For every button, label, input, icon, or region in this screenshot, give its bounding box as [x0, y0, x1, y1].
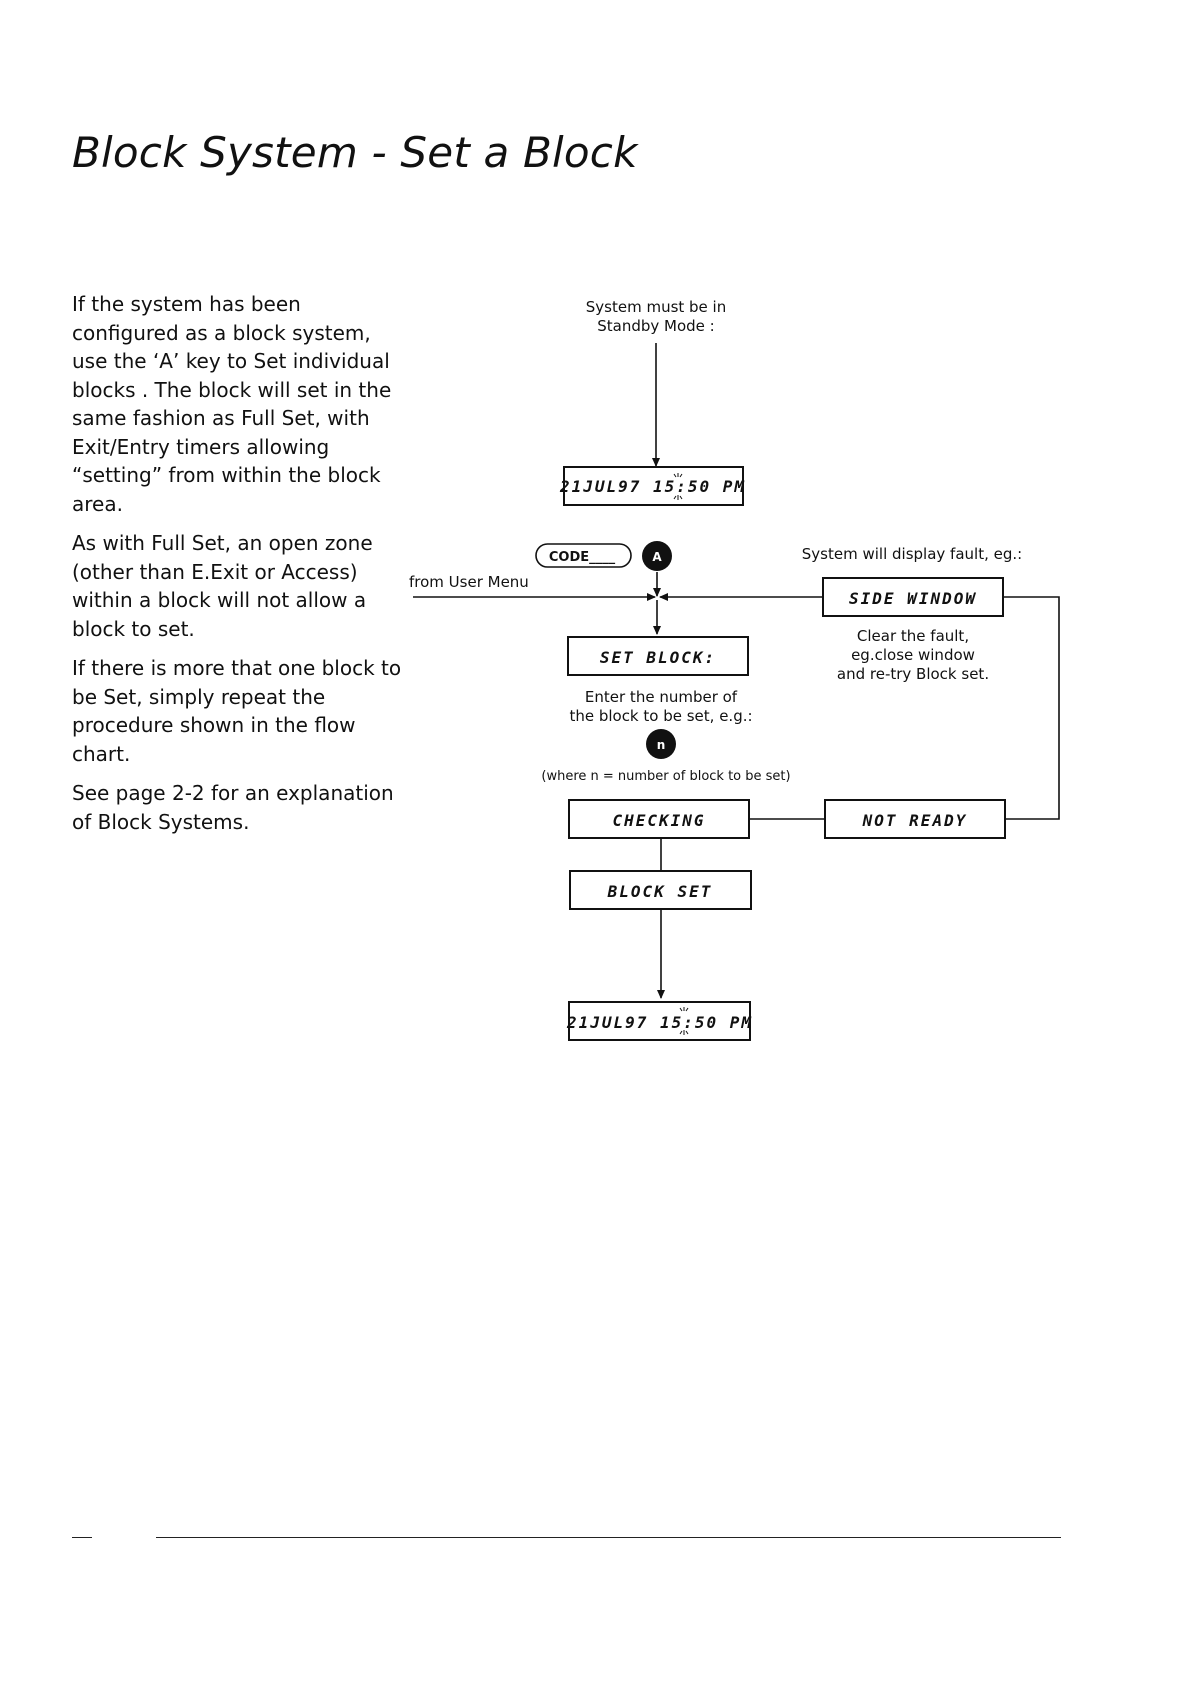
enter-number-line2: the block to be set, e.g.:	[569, 707, 752, 725]
lcd-display-end-text: 21JUL97 15:50 PM	[566, 1013, 753, 1032]
lcd-display-end	[568, 1001, 751, 1041]
code-key	[535, 543, 632, 568]
connector-not-ready-loop	[1003, 596, 1060, 820]
footer-rule-short	[72, 1537, 92, 1538]
clear-fault-line1: Clear the fault,	[857, 627, 969, 645]
lcd-display-checking-text: CHECKING	[612, 811, 705, 830]
lcd-display-block-set-text: BLOCK SET	[607, 882, 713, 901]
lcd-display-start	[563, 466, 744, 506]
lcd-display-side-window	[822, 577, 1004, 617]
clear-fault-line2: eg.close window	[851, 646, 975, 664]
paragraph-intro: If the system has been configured as a b…	[72, 292, 392, 516]
where-n-note: (where n = number of block to be set)	[541, 769, 790, 784]
from-user-menu-label: from User Menu	[409, 573, 529, 591]
paragraph-open-zone: As with Full Set, an open zone (other th…	[72, 531, 373, 641]
paragraph-see-page: See page 2-2 for an explanation of Block…	[72, 781, 394, 834]
blink-indicator-icon	[673, 473, 683, 500]
n-key	[646, 729, 676, 759]
paragraph-repeat: If there is more that one block to be Se…	[72, 656, 402, 766]
lcd-display-side-window-text: SIDE WINDOW	[849, 589, 977, 608]
lcd-display-checking	[568, 799, 750, 839]
clear-fault-line3: and re-try Block set.	[837, 665, 989, 683]
code-key-label: CODE____	[549, 550, 616, 565]
lcd-display-set-block-text: SET BLOCK:	[600, 648, 716, 667]
body-text: If the system has been configured as a b…	[72, 290, 402, 847]
lcd-display-start-text: 21JUL97 15:50 PM	[559, 477, 746, 496]
lcd-display-not-ready-text: NOT READY	[862, 811, 968, 830]
n-key-label: n	[657, 738, 666, 752]
a-key	[642, 541, 672, 571]
lcd-display-set-block	[567, 636, 749, 676]
standby-caption-line1: System must be in	[586, 298, 726, 316]
page-title: Block System - Set a Block	[72, 128, 638, 177]
a-key-label: A	[652, 550, 662, 564]
enter-number-line1: Enter the number of	[585, 688, 738, 706]
fault-caption: System will display fault, eg.:	[802, 545, 1022, 563]
standby-caption-line2: Standby Mode :	[597, 317, 714, 335]
blink-indicator-icon	[679, 1007, 689, 1035]
footer-rule-long	[156, 1537, 1061, 1538]
